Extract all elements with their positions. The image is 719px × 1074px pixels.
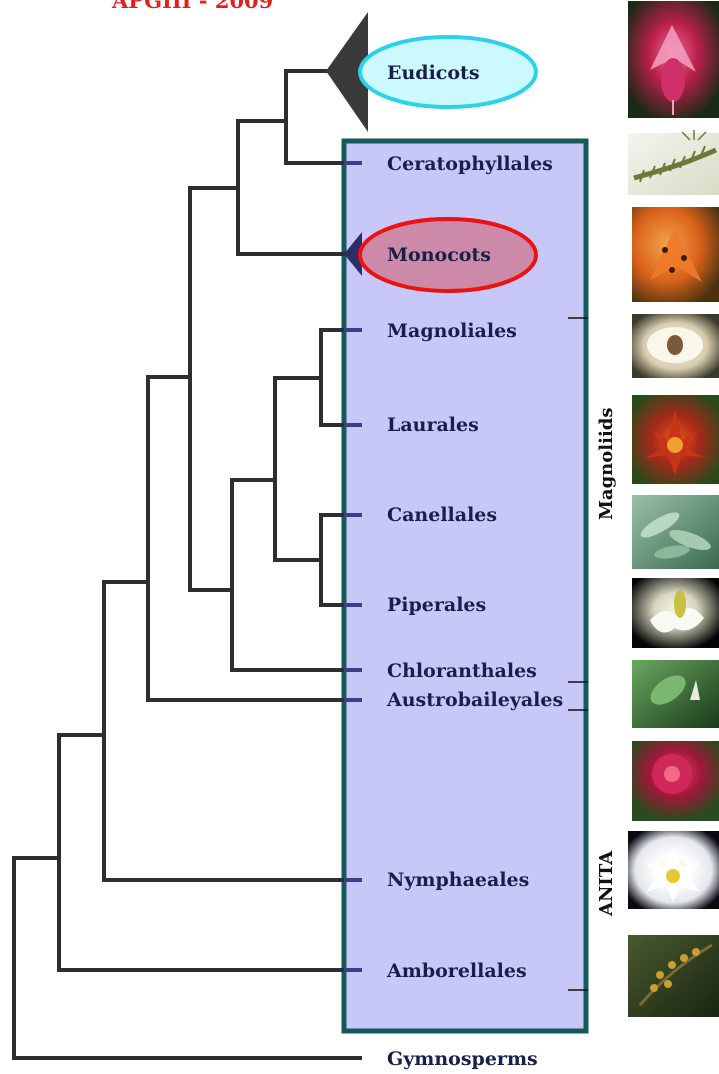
taxon-label-gymnosperms: Gymnosperms [387,1048,538,1070]
photo-saururus [632,578,719,648]
branch-nymphaeales [104,582,344,880]
photo-amborella [628,935,719,1017]
photo-calycanthus [632,395,719,484]
branch-eudicots-cerato [286,71,344,163]
branch-magnoliales-laurales [321,330,344,425]
photo-chloranthus [632,660,719,728]
branch-chloranthales [232,480,344,670]
branch-austrobaileyales [148,377,344,700]
photo-fuchsia [628,1,719,118]
branch-magnoliid-pairs [275,378,321,560]
photo-magnolia [632,314,719,378]
taxon-label-amborellales: Amborellales [386,960,527,982]
taxon-label-chloranthales: Chloranthales [387,660,537,682]
taxon-label-nymphaeales: Nymphaeales [387,869,529,891]
group-label-magnoliids: Magnoliids [596,408,617,521]
photo-water-lily [628,831,719,909]
taxon-label-canellales: Canellales [387,504,497,526]
branch-canellales-piperales [321,515,344,605]
taxon-label-monocots: Monocots [387,244,491,266]
taxon-label-eudicots: Eudicots [387,62,480,84]
group-label-anita: ANITA [596,850,617,917]
taxon-label-austrobaileyales: Austrobaileyales [386,689,563,711]
tree-branches [14,71,360,1058]
photo-canella [632,495,719,569]
taxon-label-laurales: Laurales [387,414,479,436]
photo-tiger-lily [632,207,719,302]
taxon-label-piperales: Piperales [387,594,486,616]
branch-amborellales [59,735,344,970]
photo-illicium [632,741,719,821]
branch-gymnosperms [14,858,360,1058]
taxon-label-ceratophyllales: Ceratophyllales [387,153,553,175]
taxon-label-magnoliales: Magnoliales [387,320,517,342]
diagram-title: APGIII - 2009 [111,0,273,13]
branch-monocots [238,121,344,254]
photo-ceratophyllum [628,130,719,195]
